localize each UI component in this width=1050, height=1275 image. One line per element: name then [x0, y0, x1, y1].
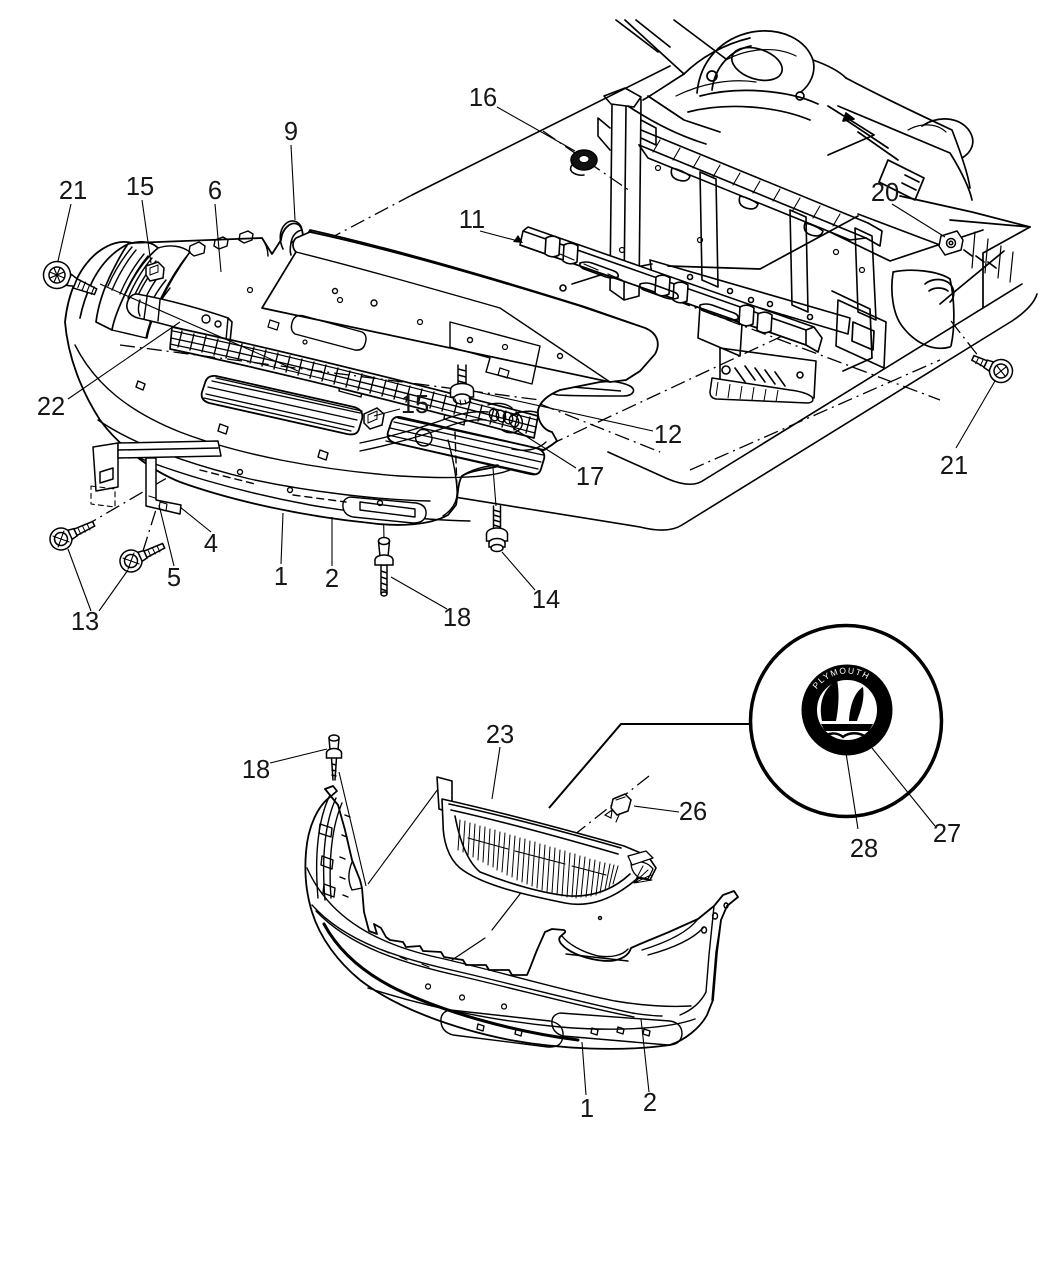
svg-text:28: 28	[850, 835, 878, 863]
svg-text:13: 13	[71, 608, 99, 636]
svg-text:16: 16	[469, 84, 497, 112]
svg-text:1: 1	[580, 1095, 594, 1123]
svg-text:26: 26	[679, 798, 707, 826]
svg-text:14: 14	[532, 586, 560, 614]
svg-text:6: 6	[208, 177, 222, 205]
svg-text:2: 2	[325, 565, 339, 593]
svg-text:27: 27	[933, 820, 961, 848]
svg-text:15: 15	[126, 173, 154, 201]
svg-text:9: 9	[284, 118, 298, 146]
svg-text:20: 20	[871, 179, 899, 207]
svg-text:22: 22	[37, 393, 65, 421]
svg-text:12: 12	[654, 421, 682, 449]
svg-text:5: 5	[167, 564, 181, 592]
svg-text:4: 4	[204, 530, 218, 558]
svg-text:18: 18	[242, 756, 270, 784]
svg-text:2: 2	[643, 1089, 657, 1117]
svg-text:17: 17	[576, 463, 604, 491]
svg-text:21: 21	[59, 177, 87, 205]
svg-text:1: 1	[274, 563, 288, 591]
svg-text:21: 21	[940, 452, 968, 480]
svg-text:18: 18	[443, 604, 471, 632]
svg-text:23: 23	[486, 721, 514, 749]
svg-text:11: 11	[459, 206, 485, 234]
svg-text:15: 15	[401, 391, 429, 419]
